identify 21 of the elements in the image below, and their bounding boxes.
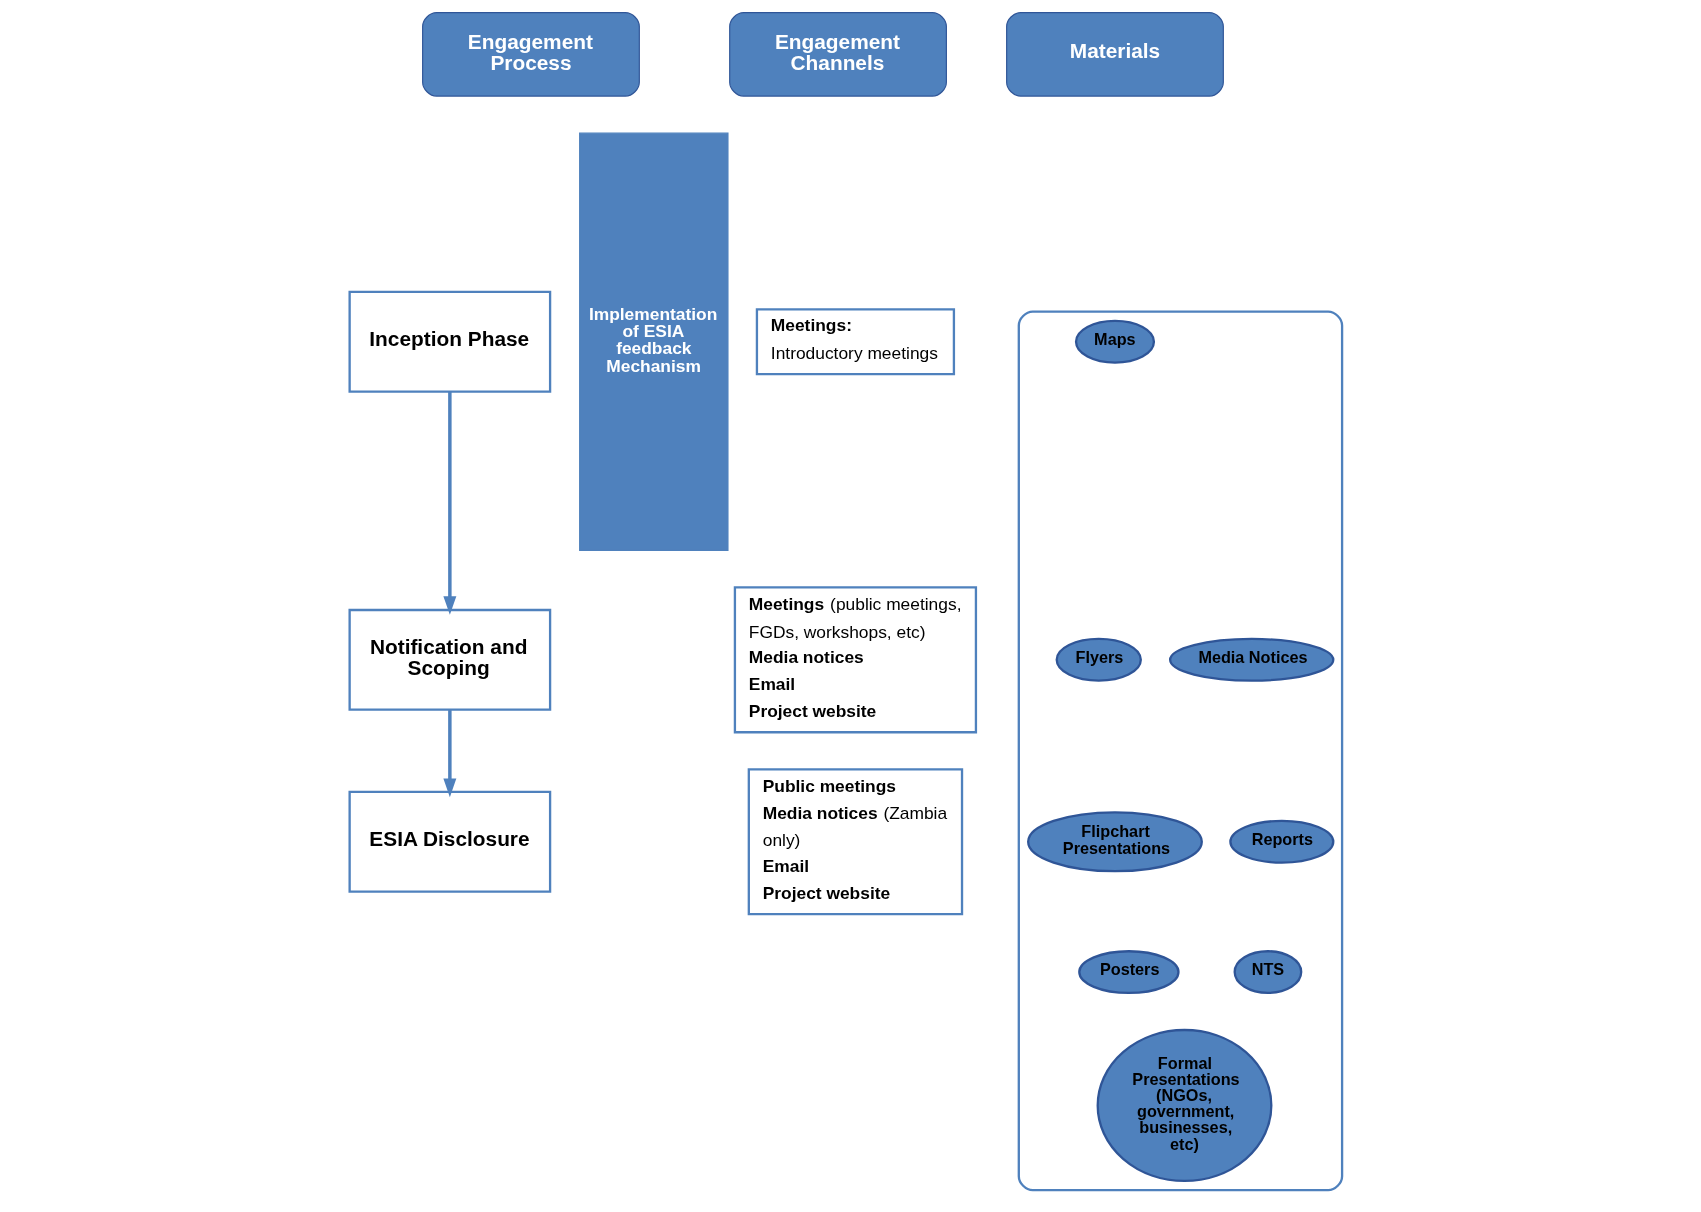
node-ellipse: Flyers xyxy=(1055,637,1142,682)
node-ellipse: Maps xyxy=(1074,319,1156,364)
node-ellipse: Reports xyxy=(1229,819,1335,864)
node-ellipse: Flipchart Presentations xyxy=(1027,811,1203,873)
node-box: Materials xyxy=(1006,12,1224,97)
node-box: ESIA Disclosure xyxy=(348,790,552,893)
node-box: Meetings (public meetings, FGDs, workshops, etc) Media notices Email Project website xyxy=(733,586,978,734)
arrow xyxy=(443,710,457,798)
node-box: Notification and Scoping xyxy=(348,608,552,711)
node-box: Implementation of ESIA feedback Mechanism xyxy=(579,132,729,551)
node-ellipse: Formal Presentations (NGOs, government, businesses, etc) xyxy=(1096,1028,1273,1183)
node-box: Public meetings Media notices (Zambia only) Email Project website xyxy=(747,768,964,916)
node-ellipse: Posters xyxy=(1078,950,1180,995)
node-box: Engagement Channels xyxy=(729,12,947,97)
cluster xyxy=(1017,310,1344,1192)
arrow xyxy=(443,391,457,615)
node-ellipse: NTS xyxy=(1233,950,1303,995)
node-box: Engagement Process xyxy=(422,12,640,97)
node-ellipse: Media Notices xyxy=(1169,637,1335,682)
node-box: Meetings: Introductory meetings xyxy=(755,308,956,376)
node-box: Inception Phase xyxy=(348,290,552,393)
